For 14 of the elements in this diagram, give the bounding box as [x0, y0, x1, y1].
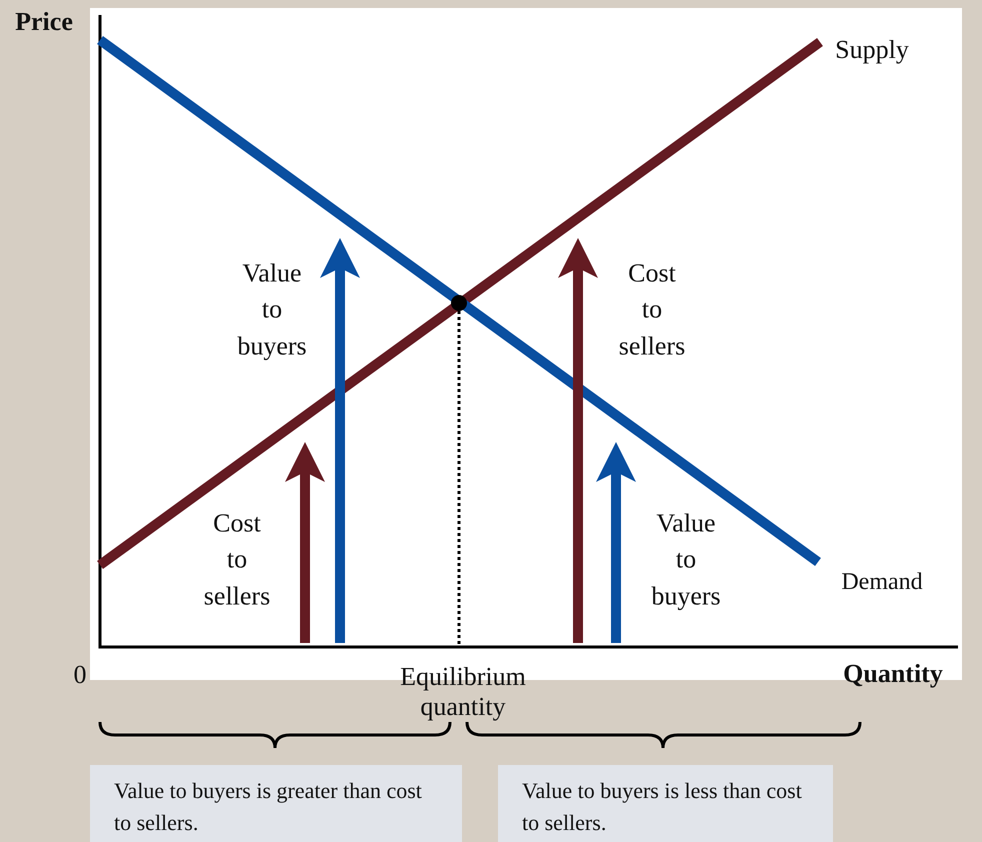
note-box	[498, 765, 833, 842]
arrow-label: Cost to sellers	[204, 507, 270, 612]
axis-label: Quantity	[843, 658, 943, 690]
note-box	[90, 765, 462, 842]
note-text: Value to buyers is less than cost to sellers.	[522, 777, 803, 837]
arrow-label: Value to buyers	[237, 257, 307, 362]
curve-label: Demand	[841, 568, 923, 598]
axis-label: Equilibrium quantity	[400, 662, 526, 722]
axis-label: Price	[15, 6, 73, 38]
note-text: Value to buyers is greater than cost to sellers.	[114, 777, 423, 837]
origin-label: 0	[74, 658, 86, 691]
curve-label: Supply	[835, 34, 909, 66]
arrow-label: Value to buyers	[651, 507, 721, 612]
arrow-label: Cost to sellers	[618, 257, 686, 362]
